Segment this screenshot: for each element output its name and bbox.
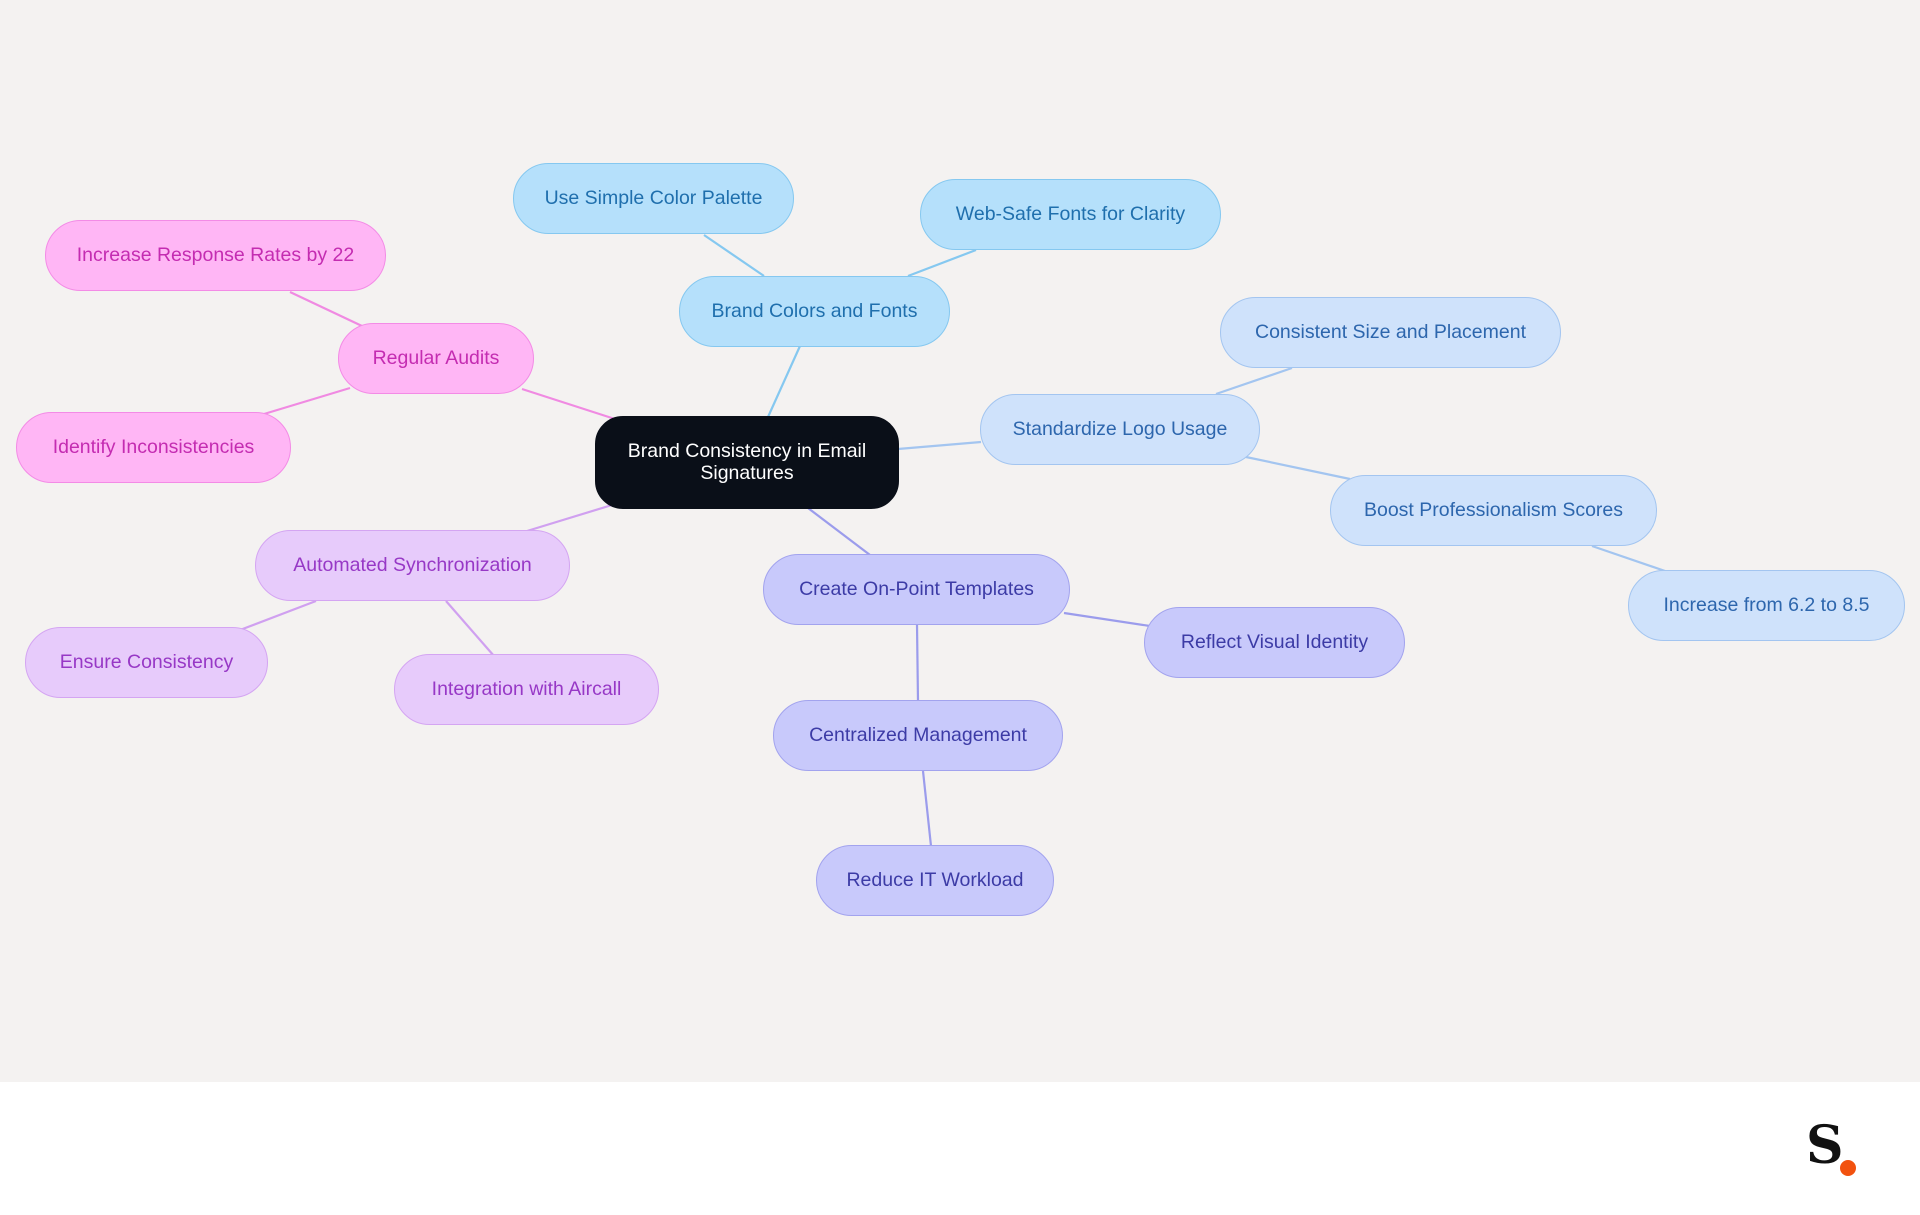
node-identify-inconsistencies[interactable]: Identify Inconsistencies bbox=[16, 412, 291, 483]
node-web-safe-fonts[interactable]: Web-Safe Fonts for Clarity bbox=[920, 179, 1221, 250]
node-use-simple-color-palette[interactable]: Use Simple Color Palette bbox=[513, 163, 794, 234]
logo-letter: S bbox=[1806, 1115, 1844, 1176]
edge-logo-prof bbox=[1245, 455, 1351, 481]
node-ensure-consistency[interactable]: Ensure Consistency bbox=[25, 627, 268, 698]
node-centralized-management[interactable]: Centralized Management bbox=[773, 700, 1063, 771]
footer-bar bbox=[0, 1082, 1920, 1215]
connector-layer bbox=[239, 234, 1669, 847]
edge-root-tmpl bbox=[807, 507, 871, 556]
node-standardize-logo-usage[interactable]: Standardize Logo Usage bbox=[980, 394, 1260, 465]
node-boost-professionalism[interactable]: Boost Professionalism Scores bbox=[1330, 475, 1657, 546]
edge-audits-incons bbox=[263, 386, 351, 416]
mind-map-canvas: Brand Consistency in Email Signatures Br… bbox=[0, 0, 1920, 1082]
edge-root-audits bbox=[521, 387, 619, 422]
node-increase-response-rates[interactable]: Increase Response Rates by 22 bbox=[45, 220, 386, 291]
edge-root-colors bbox=[766, 345, 802, 418]
edge-root-auto bbox=[526, 503, 613, 533]
edge-auto-aircall bbox=[445, 600, 495, 657]
node-reduce-it-workload[interactable]: Reduce IT Workload bbox=[816, 845, 1054, 916]
s-dot-logo-icon: S bbox=[1806, 1120, 1866, 1182]
edge-tmpl-visual bbox=[1063, 611, 1151, 628]
edge-logo-size bbox=[1215, 366, 1293, 396]
edge-tmpl-central bbox=[915, 623, 920, 703]
node-brand-colors-and-fonts[interactable]: Brand Colors and Fonts bbox=[679, 276, 950, 347]
node-regular-audits[interactable]: Regular Audits bbox=[338, 323, 534, 394]
node-automated-synchronization[interactable]: Automated Synchronization bbox=[255, 530, 570, 601]
node-increase-6-2-to-8-5[interactable]: Increase from 6.2 to 8.5 bbox=[1628, 570, 1905, 641]
edge-central-it bbox=[921, 770, 933, 847]
logo-dot bbox=[1840, 1160, 1856, 1176]
edge-audits-resp bbox=[289, 291, 363, 327]
edge-colors-palette bbox=[703, 234, 765, 277]
edge-root-logo bbox=[897, 440, 982, 451]
node-create-templates[interactable]: Create On-Point Templates bbox=[763, 554, 1070, 625]
edge-prof-incr bbox=[1591, 544, 1669, 574]
node-integration-aircall[interactable]: Integration with Aircall bbox=[394, 654, 659, 725]
edge-colors-fonts bbox=[907, 248, 977, 278]
root-node[interactable]: Brand Consistency in Email Signatures bbox=[595, 416, 899, 509]
node-consistent-size-placement[interactable]: Consistent Size and Placement bbox=[1220, 297, 1561, 368]
edge-auto-ensure bbox=[239, 599, 317, 632]
node-reflect-visual-identity[interactable]: Reflect Visual Identity bbox=[1144, 607, 1405, 678]
